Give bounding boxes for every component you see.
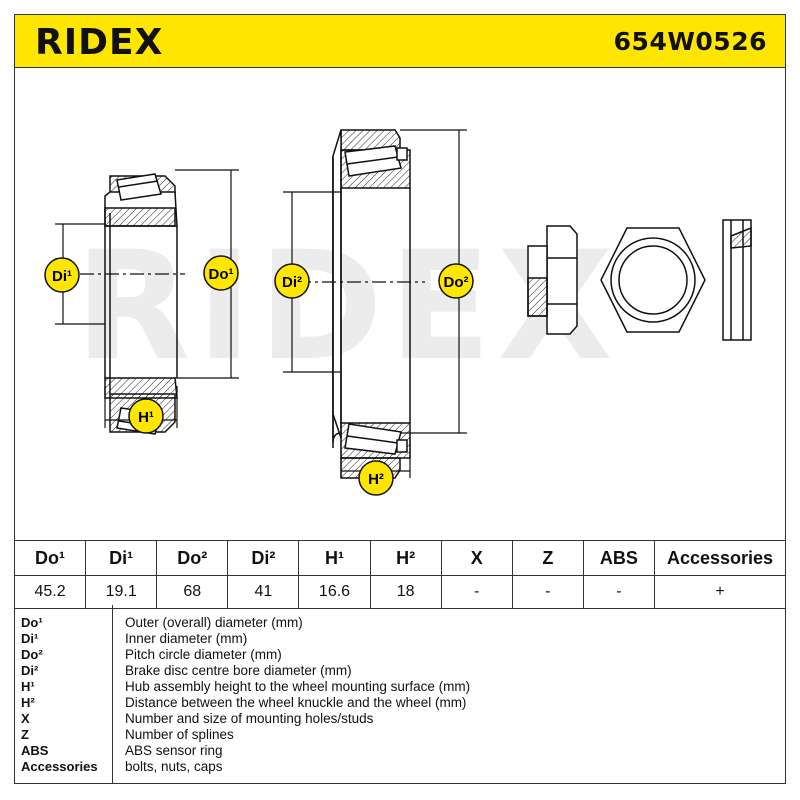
- part-number: 654W0526: [613, 27, 767, 56]
- svg-text:Di²: Di²: [282, 274, 302, 291]
- svg-text:H²: H²: [368, 471, 384, 488]
- badge-do1: Do¹: [203, 255, 239, 291]
- col-header: Do¹: [13, 540, 87, 576]
- col-header: Di¹: [85, 540, 158, 576]
- col-header: Accessories: [654, 540, 786, 576]
- svg-text:RIDEX: RIDEX: [35, 22, 163, 61]
- col-header: ABS: [582, 540, 656, 576]
- table-cell: 68: [156, 575, 229, 609]
- watermark: RIDEX: [75, 220, 619, 394]
- table-cell: 19.1: [85, 575, 158, 609]
- badge-di2: Di²: [274, 263, 310, 299]
- table-cell: 45.2: [13, 575, 87, 609]
- svg-text:H¹: H¹: [138, 409, 154, 426]
- svg-text:Do²: Do²: [444, 274, 469, 291]
- specs-table: Do¹ Di¹ Do² Di² H¹ H² X Z ABS Accessorie…: [13, 540, 786, 609]
- table-cell: -: [440, 575, 513, 609]
- collar-nut: [527, 225, 578, 335]
- col-header: Z: [511, 540, 584, 576]
- technical-drawing: RIDEX: [15, 68, 785, 540]
- specs-header-row: Do¹ Di¹ Do² Di² H¹ H² X Z ABS Accessorie…: [13, 540, 786, 576]
- table-cell: +: [654, 575, 786, 609]
- header-bar: RIDEX 654W0526: [14, 14, 786, 68]
- table-cell: 41: [227, 575, 300, 609]
- svg-text:Do¹: Do¹: [209, 266, 234, 283]
- hex-nut: [600, 227, 706, 333]
- ridex-logo: RIDEX: [33, 21, 208, 66]
- badge-di1: Di¹: [44, 257, 80, 293]
- seal-ring: [722, 219, 752, 341]
- col-header: Di²: [227, 540, 300, 576]
- col-header: H¹: [298, 540, 371, 576]
- table-cell: -: [582, 575, 656, 609]
- legend-divider: [112, 605, 113, 783]
- table-cell: 18: [369, 575, 442, 609]
- badge-h2: H²: [358, 460, 394, 496]
- table-cell: -: [511, 575, 584, 609]
- table-cell: 16.6: [298, 575, 371, 609]
- col-header: Do²: [156, 540, 229, 576]
- large-bearing: [332, 129, 411, 479]
- col-header: X: [440, 540, 513, 576]
- specs-value-row: 45.2 19.1 68 41 16.6 18 - - - +: [13, 575, 786, 609]
- col-header: H²: [369, 540, 442, 576]
- badge-h1: H¹: [128, 398, 164, 434]
- svg-text:Di¹: Di¹: [52, 268, 72, 285]
- badge-do2: Do²: [438, 263, 474, 299]
